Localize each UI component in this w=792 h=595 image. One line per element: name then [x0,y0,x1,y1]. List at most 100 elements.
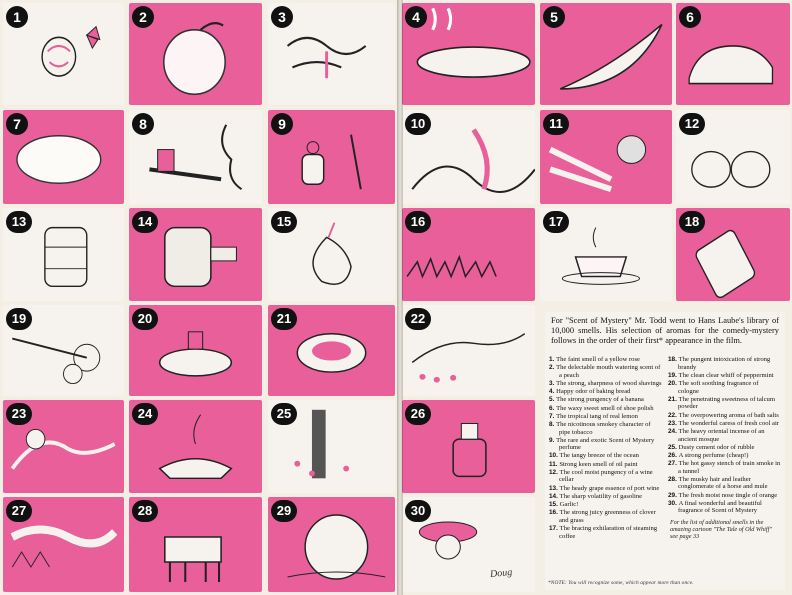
smell-list-item: 17. The bracing exhilaration of steaming… [549,525,662,540]
smell-list-item: 11. Strong keen smell of oil paint [549,461,662,469]
smell-item-number: 6. [549,404,557,412]
panel-1: 1 [3,3,124,105]
smell-list-item: 23. The wonderful caress of fresh cool a… [668,420,781,428]
smell-item-text: The clean clear whiff of peppermint [678,371,774,379]
peach-icon [163,22,226,96]
wine-bottle-icon [164,226,237,288]
panel-26: 26 [402,400,535,493]
smell-item-text: The rare and exotic Scent of Mystery per… [556,436,655,452]
panel-29: 29 [268,497,395,592]
smell-list-item: 6. The waxy sweet smell of shoe polish [549,405,662,413]
panel-number-badge: 19 [6,308,32,330]
cologne-bottle-icon [158,331,233,377]
smell-item-text: A final wonderful and beautiful fragranc… [678,499,762,515]
panel-22: 22 [402,305,535,396]
smell-item-text: The bracing exhilaration of steaming cof… [559,524,658,540]
intro-paragraph: For "Scent of Mystery" Mr. Todd went to … [551,316,779,345]
panel-5: 5 [540,3,672,105]
smell-item-number: 4. [549,388,557,396]
panel-number-badge: 4 [405,6,427,28]
smell-item-number: 19. [668,371,679,379]
smell-item-text: The heady grape essence of port wine [559,484,660,492]
bath-icon [411,333,526,383]
brandy-bottle-icon [695,229,756,299]
smell-item-number: 25. [668,443,679,451]
smell-list-item: 15. Garlic! [549,501,662,509]
lady-hat-icon [418,521,478,560]
panel-number-badge: 28 [132,500,158,522]
smell-item-text: The heavy oriental incense of an ancient… [678,427,765,443]
smell-list-item: 30. A final wonderful and beautiful frag… [668,500,781,515]
smell-item-text: The faint smell of a yellow rose [556,356,640,363]
smell-list-item: 14. The sharp volatility of gasoline [549,493,662,501]
smell-item-number: 12. [549,468,560,476]
artist-signature: Doug [489,566,513,581]
panel-number-badge: 15 [271,211,297,233]
horse-icon [164,536,222,582]
cartoon-footnote: For the list of additional smells in the… [670,519,772,540]
smell-list-item: 8. The nicotinous smokey character of pi… [549,421,662,436]
panel-number-badge: 30 [405,500,431,522]
smell-item-number: 2. [549,364,557,372]
peppermint-icon [12,337,101,385]
port-barrel-icon [44,226,88,288]
pipe-icon [149,124,243,190]
smell-item-text: The delectable mouth watering scent of a… [556,364,661,379]
panel-number-badge: 3 [271,6,293,28]
smell-item-number: 1. [549,356,557,363]
panel-11: 11 [540,110,672,204]
smell-item-text: The waxy sweet smell of shoe polish [556,404,654,412]
smell-list-item: 26. A strong perfume (cheap!) [668,452,781,460]
panel-3: 3 [268,3,395,105]
panel-6: 6 [676,3,790,105]
smell-item-text: The cool moist pungency of a wine cellar [559,468,653,484]
smell-list-item: 5. The strong pungency of a banana [549,396,662,404]
text-area: For "Scent of Mystery" Mr. Todd went to … [545,312,785,590]
smell-item-number: 7. [549,412,557,420]
smell-item-text: The strong pungency of a banana [556,396,644,404]
panel-25: 25 [268,400,395,493]
smell-item-text: The musky hair and leather conglomerate … [678,475,768,491]
smell-item-text: The tropical tang of real lemon [556,412,638,420]
smell-list-item: 9. The rare and exotic Scent of Mystery … [549,437,662,452]
smell-list-item: 16. The strong juicy greenness of clover… [549,509,662,524]
smell-list-item: 1. The faint smell of a yellow rose [549,356,662,364]
smell-item-number: 30. [668,499,679,507]
smell-item-number: 27. [668,460,679,468]
smell-item-number: 28. [668,475,679,483]
panel-number-badge: 11 [543,113,569,135]
panel-number-badge: 24 [132,403,158,425]
smell-item-number: 13. [549,484,560,492]
panel-27: 27 [3,497,124,592]
smell-item-number: 26. [668,451,679,459]
panel-2: 2 [129,3,262,105]
smell-list-item: 4. Happy odor of baking bread [549,388,662,396]
panel-17: 17 [540,208,672,301]
smell-list-item: 3. The strong, sharpness of wood shaving… [549,380,662,388]
panel-10: 10 [402,110,535,204]
smell-item-number: 16. [549,509,560,517]
smell-list-item: 12. The cool moist pungency of a wine ce… [549,469,662,484]
panel-16: 16 [402,208,535,301]
smell-item-number: 10. [549,452,560,460]
smell-list-item: 22. The overpowering aroma of bath salts [668,412,781,420]
smell-item-text: The sharp volatility of gasoline [559,492,643,500]
smell-item-number: 14. [549,492,560,500]
smell-list-item: 18. The pungent intoxication of strong b… [668,356,781,371]
rose-butterfly-icon [41,25,101,77]
panel-number-badge: 29 [271,500,297,522]
smell-item-number: 8. [549,420,557,428]
panel-20: 20 [129,305,262,396]
smell-list-item: 21. The penetrating sweetness of talcum … [668,396,781,411]
panel-number-badge: 8 [132,113,154,135]
oil-paint-icon [548,135,647,192]
panel-number-badge: 10 [405,113,431,135]
smell-item-number: 15. [549,501,560,508]
smell-item-text: The strong, sharpness of wood shavings [556,379,662,387]
coffee-cup-icon [561,227,641,285]
smell-list-item: 2. The delectable mouth watering scent o… [549,364,662,379]
panel-number-badge: 22 [405,308,431,330]
perfume-bottle-icon [301,134,362,190]
panel-number-badge: 27 [6,500,32,522]
